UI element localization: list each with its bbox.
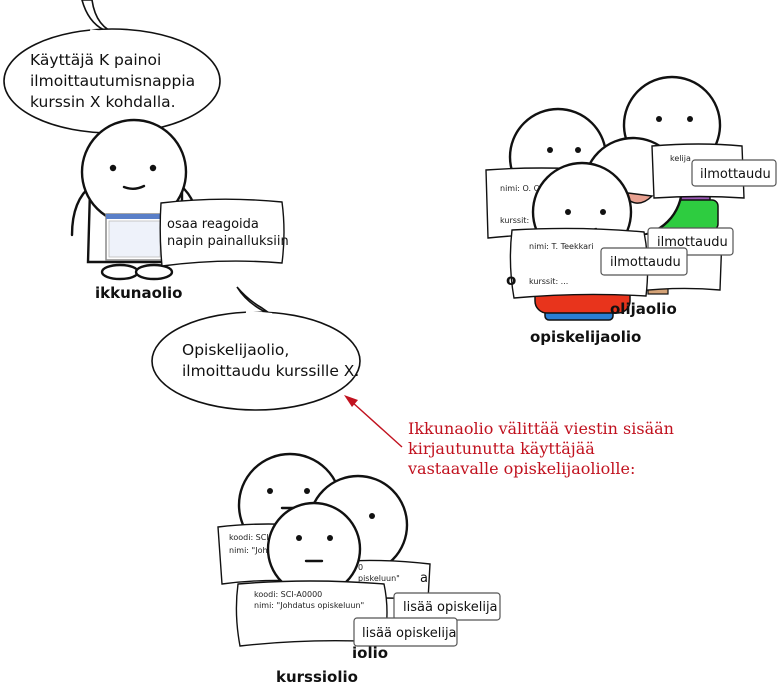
ilmottaudu-button-back: ilmottaudu <box>700 167 771 182</box>
course-middle-name-fragment: piskeluun" <box>358 574 400 583</box>
annotation-line-1: Ikkunaolio välittää viestin sisään <box>408 419 674 438</box>
student-front-name: nimi: T. Teekkari <box>529 242 593 251</box>
kurssiolio-label-back: iolio <box>352 644 388 662</box>
annotation-line-3: vastaavalle opiskelijaoliolle: <box>407 459 635 478</box>
opiskelijaolio-label: opiskelijaolio <box>530 328 641 346</box>
course-back-name: nimi: "Joh <box>229 546 268 555</box>
ikkuna-note-line-1: osaa reagoida <box>167 217 259 232</box>
student-partial-text: kelija <box>670 154 691 163</box>
annotation: Ikkunaolio välittää viestin sisään kirja… <box>344 395 674 478</box>
lisaa-button-fragment: a <box>420 571 428 586</box>
speech-bubble-message: Opiskelijaolio, ilmoittaudu kurssille X. <box>151 286 361 411</box>
opiskelijaolio-label-back-left: o <box>506 271 516 289</box>
ilmottaudu-button-middle: ilmottaudu <box>657 235 728 250</box>
course-front-code: koodi: SCI-A0000 <box>254 590 322 599</box>
ikkuna-note-line-2: napin painalluksiin <box>167 234 289 249</box>
lisaa-opiskelija-button-front: lisää opiskelija <box>362 626 457 641</box>
annotation-line-2: kirjautunutta käyttäjää <box>408 439 595 458</box>
ikkunaolio-character: osaa reagoida napin painalluksiin ikkuna… <box>70 118 289 302</box>
lisaa-opiskelija-button-back: lisää opiskelija <box>403 600 498 615</box>
ilmottaudu-button-front: ilmottaudu <box>610 255 681 270</box>
course-back-code: koodi: SCI <box>229 533 269 542</box>
student-back-courses: kurssit: <box>500 216 529 225</box>
opiskelijaolio-group: nimi: O. O kurssit: kelija ilmottaudu il… <box>485 75 777 346</box>
course-front-name: nimi: "Johdatus opiskeluun" <box>254 601 364 610</box>
speech-bubble-user-action: Käyttäjä K painoi ilmoittautumisnappia k… <box>3 0 221 134</box>
bubble-line-3: kurssin X kohdalla. <box>30 93 176 111</box>
student-back-name: nimi: O. O <box>500 184 540 193</box>
bubble-line-2: ilmoittautumisnappia <box>30 72 195 90</box>
kurssiolio-group: koodi: SCI nimi: "Joh 0 piskeluun" a lis… <box>217 452 501 683</box>
ikkunaolio-label: ikkunaolio <box>95 284 182 302</box>
message-line-1: Opiskelijaolio, <box>182 341 289 359</box>
opiskelijaolio-label-back: olijaolio <box>610 300 677 318</box>
message-line-2: ilmoittaudu kurssille X. <box>182 362 359 380</box>
kurssiolio-label: kurssiolio <box>276 668 358 683</box>
course-middle-fragment: 0 <box>358 563 363 572</box>
bubble-line-1: Käyttäjä K painoi <box>30 51 161 69</box>
student-front-courses: kurssit: ... <box>529 277 568 286</box>
